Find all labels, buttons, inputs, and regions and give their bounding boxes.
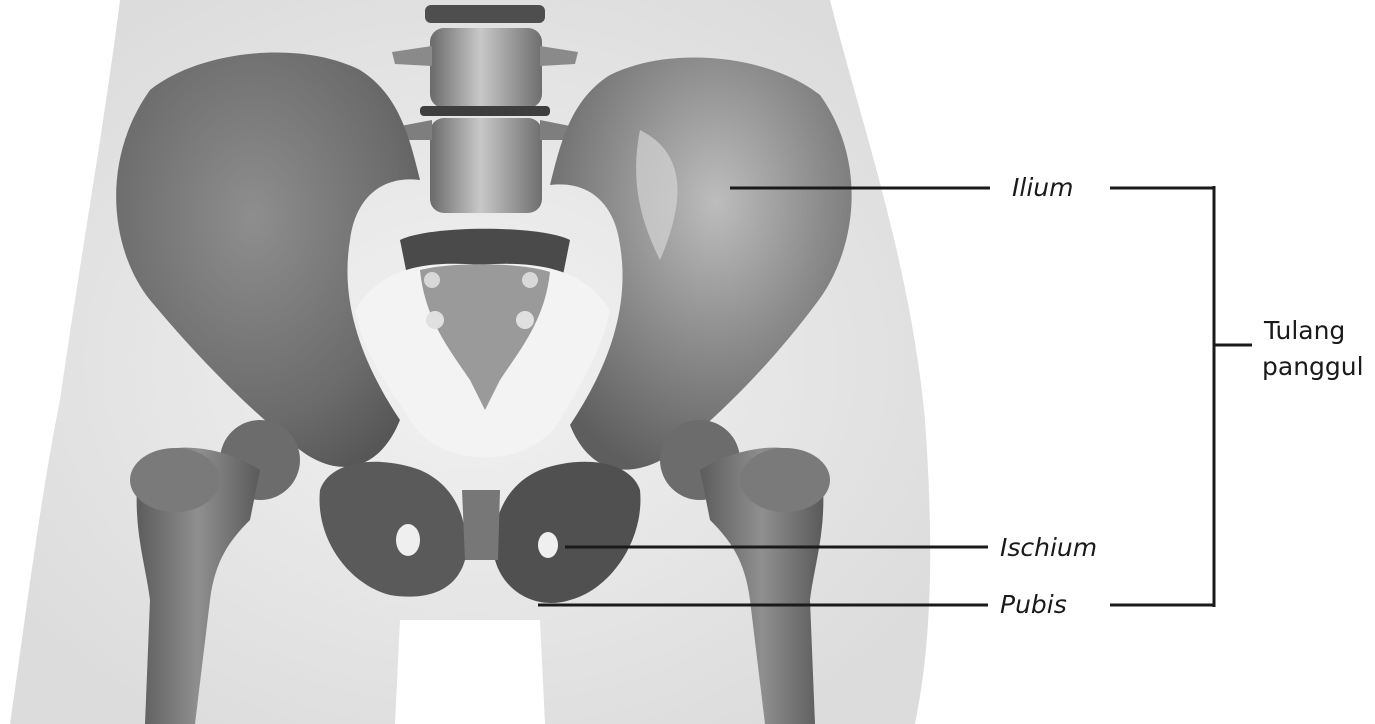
label-tulang-panggul-line2: panggul [1262, 352, 1364, 381]
label-ilium: Ilium [1012, 173, 1073, 202]
label-tulang-panggul-line1: Tulang [1263, 316, 1345, 345]
label-ischium: Ischium [1000, 533, 1097, 562]
label-pubis: Pubis [1000, 590, 1067, 619]
